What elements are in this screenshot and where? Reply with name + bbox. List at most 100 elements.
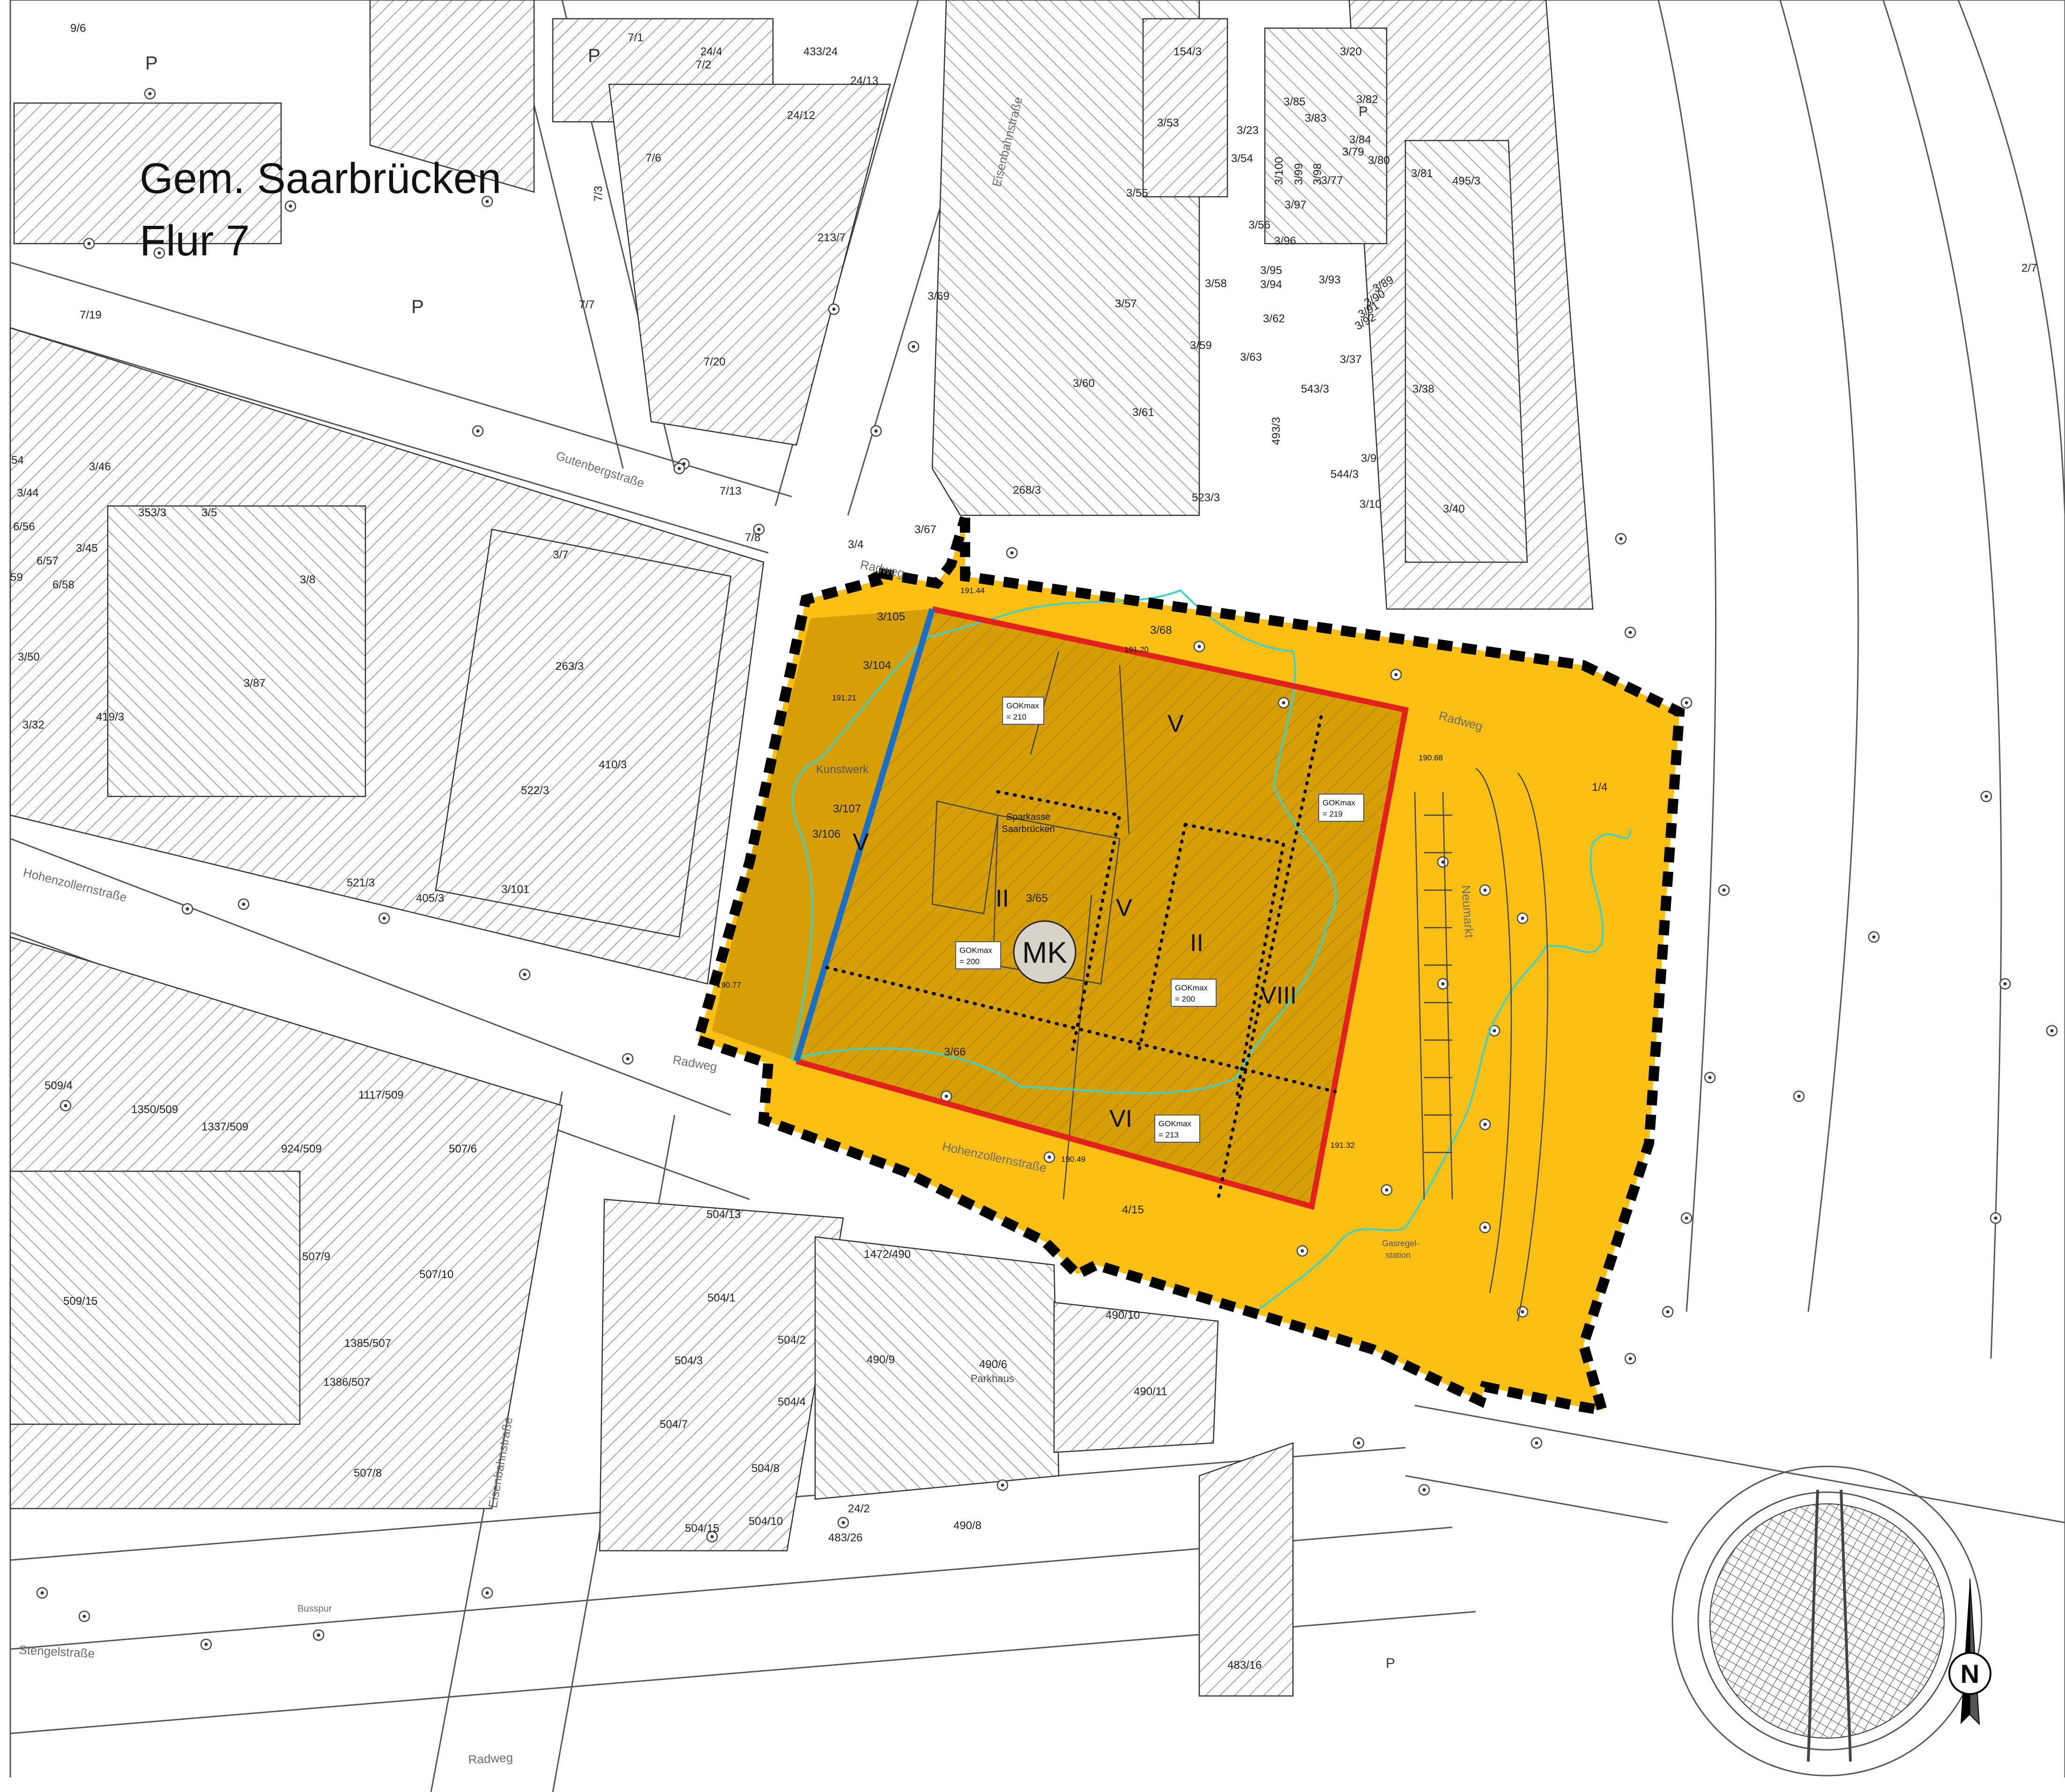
parcel-label: 405/3 [416, 892, 444, 905]
boundaries [691, 516, 1685, 1417]
building-line-red [795, 606, 1409, 1210]
zone-circle [1013, 920, 1077, 984]
parcel-label: 419/3 [96, 711, 124, 723]
scope-boundary [691, 516, 1685, 1417]
kunstwerk-label: Kunstwerk [816, 763, 869, 776]
parking-marker: P [411, 297, 424, 317]
parcel-label: 490/11 [1134, 1385, 1167, 1398]
svg-text:= 213: = 213 [1159, 1130, 1179, 1139]
parcel-label: 504/3 [675, 1354, 703, 1367]
parcel-label: 3/9 [1361, 452, 1376, 465]
street-busspur: Busspur [297, 1604, 332, 1614]
parcel-label: 410/3 [599, 758, 627, 771]
parcel-label: 1385/507 [344, 1337, 391, 1350]
parcel-label: 3/40 [1443, 503, 1465, 515]
parcel-label: 24/2 [848, 1502, 870, 1515]
parcel-label: 3/55 [1126, 187, 1148, 200]
svg-text:GOKmax: GOKmax [1159, 1119, 1191, 1128]
parcel-label: 3/62 [1263, 312, 1285, 325]
parcel-label: 263/3 [556, 660, 584, 673]
parcel-label: 3/105 [877, 610, 905, 623]
sheet-title: Gem. Saarbrücken Flur 7 [140, 155, 501, 265]
parcel-label: 3/97 [1285, 199, 1307, 211]
parcel-label: 3/83 [1305, 112, 1327, 125]
parcel-label: 504/1 [707, 1292, 735, 1304]
parcel-label: 3/46 [89, 461, 111, 473]
parcel-label: 504/4 [778, 1396, 806, 1408]
parcel-label: 504/8 [751, 1462, 780, 1475]
parcel-label: 24/12 [787, 109, 815, 122]
parking-marker: P [588, 45, 601, 66]
gok-box-200-west: GOKmax = 200 [955, 941, 1001, 969]
parcel-label: 7/13 [720, 485, 742, 498]
parcel-label: 1350/509 [131, 1103, 178, 1116]
parcel-label: 504/15 [685, 1522, 719, 1535]
floors-label-vi: VI [1109, 1105, 1132, 1132]
parcel-label: 7/7 [579, 298, 594, 311]
height-division-lines [825, 715, 1337, 1201]
parcel-label: 3/50 [18, 651, 40, 663]
svg-text:GOKmax: GOKmax [1175, 983, 1208, 992]
building-name-line1: Sparkasse [1006, 812, 1051, 822]
parking-marker: P [145, 53, 158, 74]
parcel-label: 6/57 [37, 555, 59, 567]
parcel-label: 213/7 [817, 231, 846, 244]
floors-label-ii-west: II [995, 885, 1009, 912]
gok-box-219: GOKmax = 219 [1318, 794, 1364, 822]
gok-box-210: GOKmax = 210 [1002, 697, 1044, 725]
svg-text:= 200: = 200 [1175, 995, 1195, 1004]
parking-marker: P [1386, 1656, 1395, 1671]
parcel-label: 1472/490 [864, 1248, 911, 1261]
svg-text:GOKmax: GOKmax [1006, 701, 1039, 710]
elevation-label: 191.20 [1124, 645, 1149, 654]
parcel-label: 3/79 [1342, 146, 1364, 158]
parcel-label: 1337/509 [201, 1121, 248, 1133]
parcel-label: 433/24 [803, 45, 838, 58]
parking-stalls [1414, 767, 1549, 1322]
parcel-label: 543/3 [1301, 383, 1329, 395]
parcel-label: 7/3 [592, 186, 605, 201]
building-name-line2: Saarbrücken [1002, 824, 1055, 834]
parcel-label: 24/4 [700, 45, 722, 58]
parcel-label: 507/9 [302, 1250, 330, 1263]
parcel-label: 59 [10, 571, 23, 584]
parcel-label: 3/23 [1237, 124, 1259, 137]
parcel-label: 507/8 [354, 1467, 382, 1480]
parcel-label: 3/94 [1260, 278, 1282, 291]
parcel-label: 3/65 [1026, 892, 1048, 905]
parcel-label: 3/53 [1157, 117, 1179, 129]
parcel-label: 7/8 [745, 531, 760, 544]
parcel-label: 1117/509 [358, 1089, 404, 1101]
parcel-label: 3/77 [1321, 174, 1343, 187]
parcel-label: 495/3 [1452, 175, 1480, 187]
street-radweg-4: Radweg [468, 1750, 513, 1767]
parcel-label: 3/56 [1248, 219, 1270, 231]
parking-markers: P P P P P [145, 45, 1395, 1671]
plan-annotations: V V V II II VIII VI MK Sparkasse Saarbrü… [717, 586, 1443, 1384]
parcel-label: 504/2 [778, 1334, 806, 1346]
parcel-label: 3/60 [1073, 377, 1095, 390]
parcel-label: 3/61 [1132, 406, 1154, 419]
parkhaus-label: Parkhaus [971, 1373, 1014, 1384]
parcel-label: 3/69 [928, 290, 950, 303]
north-arrow: N [1948, 1578, 1991, 1725]
parcel-label: 523/3 [1192, 491, 1220, 504]
elevation-label: 190.68 [1419, 753, 1443, 762]
parcel-label: 490/9 [867, 1353, 895, 1366]
elevation-label: 191.32 [1330, 1141, 1355, 1150]
parcel-label: 3/20 [1340, 45, 1362, 58]
north-arrow-label: N [1961, 1659, 1979, 1688]
parcel-label: 3/57 [1115, 297, 1137, 310]
parcel-labels: 9/6 7/1 24/4 7/2 433/24 24/13 154/3 3/20… [10, 22, 2037, 1672]
parcel-label: 483/26 [828, 1532, 862, 1544]
street-gutenbergstrasse: Gutenbergstraße [554, 448, 646, 490]
parcel-label: 3/5 [201, 506, 217, 519]
parcel-label: 24/13 [850, 74, 878, 87]
parcel-label: 3/4 [848, 538, 863, 551]
parcel-label: 2/7 [2021, 262, 2037, 275]
floors-label-ii-east: II [1190, 929, 1203, 957]
building-line-blue [793, 608, 936, 1062]
parcel-label: 490/6 [979, 1358, 1007, 1371]
parcel-label: 1386/507 [323, 1376, 370, 1389]
